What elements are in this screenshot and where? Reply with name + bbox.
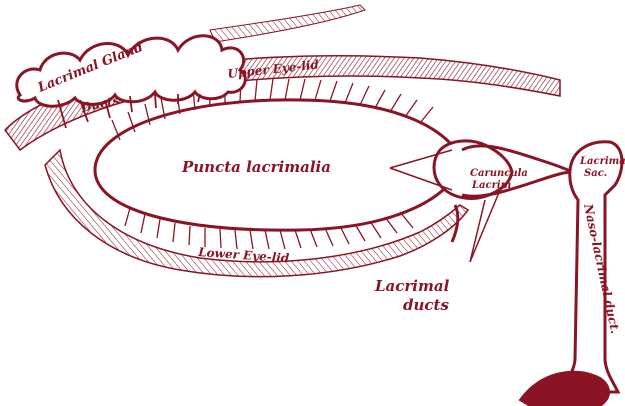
label-puncta-lacrimalia: Puncta lacrimalia: [181, 158, 331, 176]
label-lacrimalis: Lacrim: [471, 180, 511, 191]
label-lacrimal-ducts-line2: ducts: [403, 296, 449, 314]
label-lacrimal-ducts-line1: Lacrimal: [374, 277, 450, 295]
label-lacrimal-sac-line1: Lacrimal: [579, 156, 625, 167]
label-lacrimal-sac-line2: Sac.: [584, 168, 607, 179]
label-caruncula: Caruncula: [470, 168, 528, 179]
